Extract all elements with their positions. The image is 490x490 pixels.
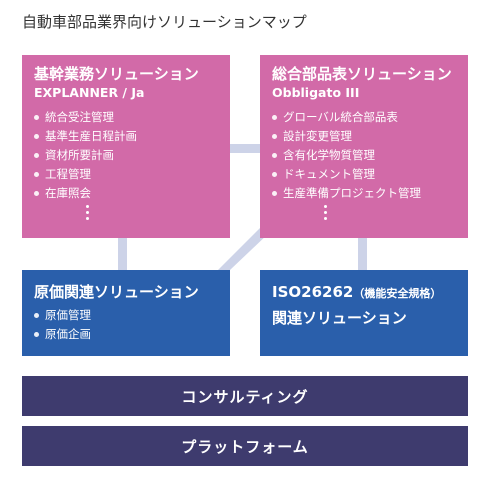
list-item: 資材所要計画 bbox=[34, 146, 218, 165]
iso26262-title: ISO26262（機能安全規格） bbox=[272, 282, 456, 304]
bom-solution-box: 総合部品表ソリューション Obbligato III グローバル統合部品表 設計… bbox=[260, 55, 468, 238]
consulting-label: コンサルティング bbox=[181, 387, 309, 406]
connector-bom-cost bbox=[218, 226, 270, 270]
page-title: 自動車部品業界向けソリューションマップ bbox=[22, 13, 307, 31]
list-item: 在庫照会 bbox=[34, 184, 218, 203]
iso26262-solution-box: ISO26262（機能安全規格） 関連ソリューション bbox=[260, 270, 468, 356]
list-item: 生産準備プロジェクト管理 bbox=[272, 184, 456, 203]
connector-core-cost bbox=[118, 238, 127, 270]
list-item: 原価企画 bbox=[34, 325, 218, 344]
platform-label: プラットフォーム bbox=[181, 437, 309, 456]
core-business-product: EXPLANNER / Ja bbox=[34, 85, 145, 100]
core-business-box: 基幹業務ソリューション EXPLANNER / Ja 統合受注管理 基準生産日程… bbox=[22, 55, 230, 238]
list-item: 工程管理 bbox=[34, 165, 218, 184]
more-items-ellipsis bbox=[86, 205, 90, 220]
list-item: 基準生産日程計画 bbox=[34, 127, 218, 146]
bom-solution-product: Obbligato III bbox=[272, 85, 360, 100]
cost-solution-title: 原価関連ソリューション bbox=[34, 283, 199, 301]
iso26262-standard: ISO26262 bbox=[272, 283, 354, 301]
cost-solution-box: 原価関連ソリューション 原価管理 原価企画 bbox=[22, 270, 230, 356]
cost-solution-list: 原価管理 原価企画 bbox=[34, 306, 218, 344]
list-item: 原価管理 bbox=[34, 306, 218, 325]
platform-bar: プラットフォーム bbox=[22, 426, 468, 466]
list-item: グローバル統合部品表 bbox=[272, 108, 456, 127]
list-item: 設計変更管理 bbox=[272, 127, 456, 146]
iso26262-title-line2: 関連ソリューション bbox=[272, 309, 407, 327]
list-item: 含有化学物質管理 bbox=[272, 146, 456, 165]
bom-solution-list: グローバル統合部品表 設計変更管理 含有化学物質管理 ドキュメント管理 生産準備… bbox=[272, 108, 456, 203]
core-business-list: 統合受注管理 基準生産日程計画 資材所要計画 工程管理 在庫照会 bbox=[34, 108, 218, 203]
list-item: 統合受注管理 bbox=[34, 108, 218, 127]
bom-solution-title: 総合部品表ソリューション bbox=[272, 65, 452, 83]
more-items-ellipsis bbox=[324, 205, 328, 220]
list-item: ドキュメント管理 bbox=[272, 165, 456, 184]
consulting-bar: コンサルティング bbox=[22, 376, 468, 416]
iso26262-standard-desc: （機能安全規格） bbox=[353, 287, 442, 300]
connector-core-bom bbox=[230, 144, 260, 153]
core-business-title: 基幹業務ソリューション bbox=[34, 65, 199, 83]
connector-bom-iso bbox=[358, 238, 367, 270]
